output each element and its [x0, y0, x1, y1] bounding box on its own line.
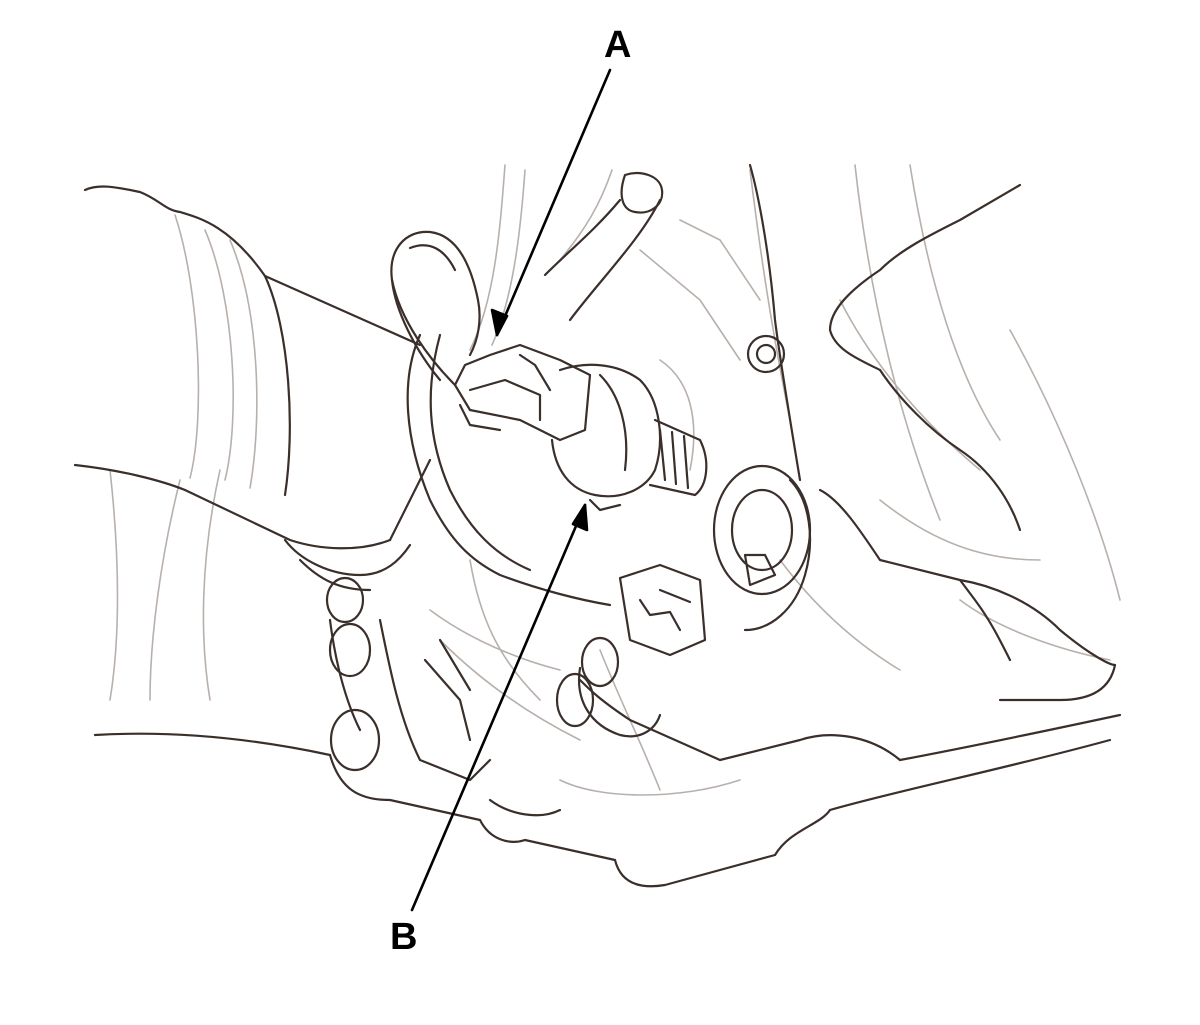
callout-leader-b: [410, 503, 589, 912]
engine-boss: [543, 163, 802, 482]
mounting-bracket: [298, 558, 562, 817]
lower-housing: [93, 183, 1122, 888]
drive-shaft-shading: [174, 214, 258, 489]
lower-connector: [555, 563, 707, 738]
sensor-connector: [453, 343, 592, 442]
background-housing-lines: [109, 164, 1121, 796]
drain-plug: [712, 464, 812, 632]
wire-harness: [390, 230, 612, 607]
callout-leader-a: [490, 68, 612, 337]
callout-label-b: B: [390, 916, 418, 958]
sensor-body: [550, 363, 708, 512]
callout-label-a: A: [604, 24, 632, 66]
drive-shaft: [73, 185, 432, 577]
